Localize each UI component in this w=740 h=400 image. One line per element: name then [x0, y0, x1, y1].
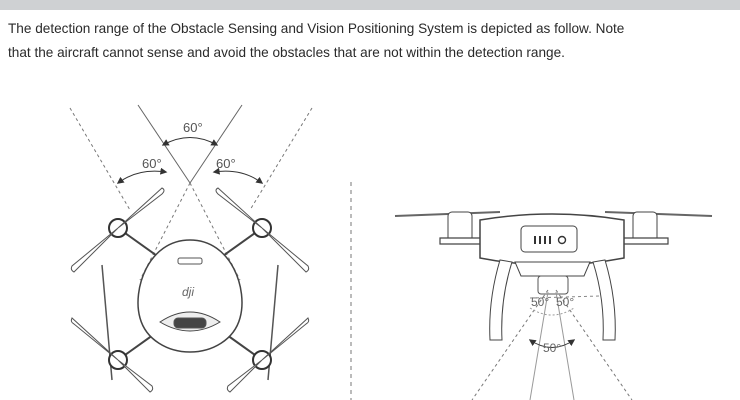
propeller-blade [117, 187, 165, 229]
propeller-blade [261, 227, 310, 273]
dji-logo: dji [182, 285, 194, 299]
detection-line-left-outer [69, 107, 131, 211]
side-view-diagram [394, 211, 713, 400]
angle-label-bottom: 50° [543, 341, 561, 355]
detection-line-right-outer [249, 107, 313, 211]
propeller-left-side [394, 211, 501, 217]
landing-gear-right [592, 259, 616, 341]
top-view-diagram [69, 104, 313, 393]
angle-label-side-left: 50° [531, 295, 549, 309]
angle-label-left: 60° [142, 156, 162, 171]
landing-gear-left [489, 259, 513, 341]
angle-arc-right [212, 167, 264, 184]
description-paragraph: The detection range of the Obstacle Sens… [8, 17, 736, 65]
propeller-blade [70, 227, 119, 273]
propeller-blade [261, 317, 310, 361]
description-line-1: The detection range of the Obstacle Sens… [8, 21, 625, 36]
propeller-right-side [604, 211, 713, 217]
angle-label-center: 60° [183, 120, 203, 135]
propeller-blade [70, 317, 119, 361]
angle-arc-left [116, 167, 168, 184]
angle-arc-bottom [528, 339, 576, 348]
description-line-2: that the aircraft cannot sense and avoid… [8, 45, 565, 60]
propeller-blade [117, 359, 154, 393]
angle-label-right: 60° [216, 156, 236, 171]
angle-arc-center [161, 137, 219, 146]
section-header-bar [0, 0, 740, 10]
propeller-blade [215, 187, 263, 229]
angle-label-side-right: 50° [556, 295, 574, 309]
gimbal-camera [537, 275, 569, 295]
propeller-blade [226, 359, 263, 393]
